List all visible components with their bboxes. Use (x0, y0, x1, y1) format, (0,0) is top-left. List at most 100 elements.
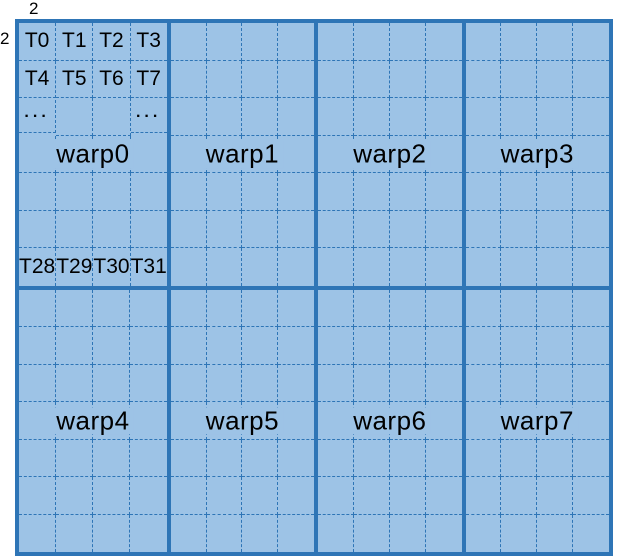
thread-cell (170, 23, 207, 61)
warp-block-4: warp4 (17, 287, 169, 554)
thread-cell (573, 136, 609, 173)
thread-cell (170, 477, 207, 515)
thread-cell (425, 402, 462, 440)
thread-cell (56, 514, 93, 552)
thread-cell (573, 98, 609, 136)
thread-cell (92, 327, 130, 365)
thread-cell (573, 515, 609, 553)
thread-cell (573, 327, 609, 365)
thread-cell (278, 327, 315, 365)
thread-cell (278, 515, 314, 553)
thread-cell (425, 211, 462, 248)
thread-cell (465, 98, 502, 136)
thread-cell (242, 173, 279, 211)
thread-cell (318, 23, 354, 61)
thread-cell (19, 173, 57, 211)
thread-cell (501, 60, 538, 98)
thread-cell (573, 211, 609, 248)
warp-block-7: warp7 (463, 287, 611, 554)
thread-cell (93, 173, 131, 211)
thread-cell (55, 477, 93, 515)
thread-cell (501, 210, 538, 248)
warp5-thread-grid (170, 289, 315, 553)
thread-cell (389, 327, 426, 365)
thread-cell (55, 439, 93, 477)
thread-cell (318, 248, 354, 286)
thread-cell (318, 60, 354, 98)
thread-cell: T7 (130, 61, 167, 98)
thread-cell (573, 61, 609, 98)
thread-cell (170, 439, 207, 477)
thread-cell (425, 23, 462, 61)
thread-cell (425, 365, 462, 402)
thread-cell (426, 248, 462, 286)
thread-cell: T4 (19, 60, 57, 98)
thread-cell (501, 248, 538, 286)
thread-cell (206, 60, 243, 98)
thread-cell (242, 514, 279, 552)
thread-cell (171, 514, 207, 552)
warp-block-3: warp3 (463, 21, 611, 288)
thread-cell (170, 364, 207, 402)
thread-cell (242, 289, 279, 327)
thread-cell (573, 290, 609, 327)
thread-cell (465, 364, 502, 402)
thread-cell (206, 289, 243, 327)
thread-cell (130, 173, 167, 211)
thread-cell (466, 248, 502, 286)
thread-cell (278, 477, 315, 515)
thread-cell (573, 173, 609, 211)
thread-cell (207, 248, 243, 286)
thread-cell (93, 98, 131, 136)
thread-cell (19, 477, 56, 515)
warp-block-5: warp5 (168, 287, 317, 554)
thread-cell (130, 136, 167, 173)
thread-cell (278, 211, 315, 248)
thread-cell (354, 439, 390, 477)
thread-cell (19, 135, 57, 173)
thread-cell (501, 289, 538, 327)
thread-cell (130, 515, 167, 553)
thread-cell (55, 364, 93, 402)
thread-cell: T0 (19, 23, 57, 61)
thread-cell (92, 289, 130, 327)
thread-cell (242, 248, 279, 286)
thread-cell (278, 61, 315, 98)
thread-cell (129, 440, 167, 477)
thread-cell (55, 327, 93, 365)
thread-cell: T2 (93, 23, 131, 61)
thread-cell (465, 23, 502, 61)
thread-cell (56, 210, 94, 248)
thread-cell (465, 327, 502, 365)
thread-cell (573, 477, 609, 515)
warp-label: warp2 (349, 140, 431, 168)
thread-cell (389, 477, 426, 515)
thread-cell (537, 289, 574, 327)
thread-cell (573, 23, 609, 61)
thread-cell (354, 248, 390, 286)
thread-cell (206, 439, 243, 477)
thread-cell (278, 173, 315, 211)
thread-cell (242, 327, 279, 365)
thread-cell (354, 327, 390, 365)
thread-cell (537, 98, 574, 136)
thread-cell: ... (19, 95, 57, 133)
warp-block-2: warp2 (316, 21, 464, 288)
thread-cell (56, 98, 94, 136)
thread-cell: T28 (19, 248, 57, 286)
thread-cell (537, 514, 574, 552)
thread-cell (501, 439, 538, 477)
thread-cell (170, 60, 207, 98)
thread-cell (206, 98, 243, 136)
thread-cell (206, 477, 243, 515)
thread-cell (278, 365, 315, 402)
thread-cell (130, 211, 167, 248)
warp-label: warp3 (496, 140, 578, 168)
thread-cell (465, 477, 502, 515)
thread-cell (19, 327, 56, 365)
thread-cell (537, 477, 574, 515)
thread-cell (426, 515, 462, 553)
warp-label: warp7 (496, 406, 578, 435)
thread-cell: ... (130, 95, 167, 133)
